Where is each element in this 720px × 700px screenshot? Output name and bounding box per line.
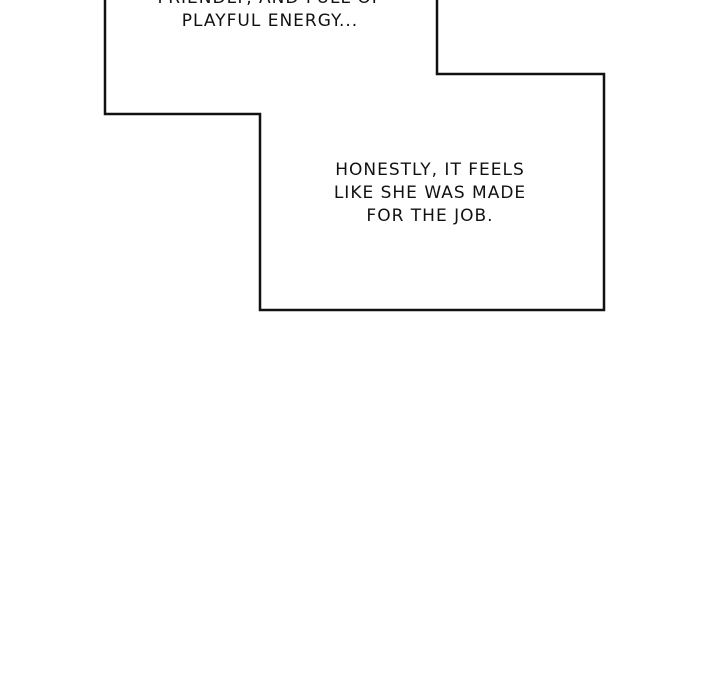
caption-1-line-1: FRIENDLY, AND FULL OF	[130, 0, 410, 10]
caption-2-line-1: HONESTLY, IT FEELS	[335, 160, 525, 180]
caption-text-1: FRIENDLY, AND FULL OF PLAYFUL ENERGY...	[130, 0, 410, 33]
caption-2-line-2: LIKE SHE WAS MADE	[333, 183, 527, 203]
caption-1-line-2: PLAYFUL ENERGY...	[181, 11, 359, 31]
caption-text-2: HONESTLY, IT FEELS LIKE SHE WAS MADE FOR…	[300, 159, 560, 228]
caption-box-border	[103, 0, 606, 312]
caption-2-line-3: FOR THE JOB.	[366, 206, 494, 226]
